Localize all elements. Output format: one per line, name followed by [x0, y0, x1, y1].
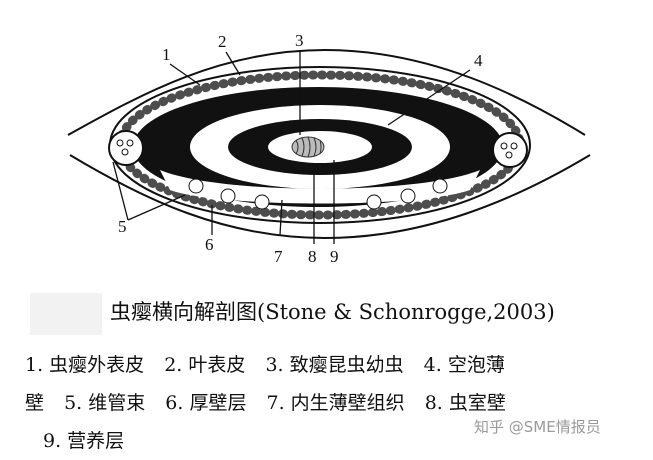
- legend-item-wall-cont: 壁: [25, 392, 45, 414]
- blank-placeholder-box: [30, 293, 102, 335]
- legend-line-1: 1. 虫瘿外表皮 2. 叶表皮 3. 致瘿昆虫幼虫 4. 空泡薄: [25, 346, 635, 384]
- small-vascular-bundles: [188, 178, 448, 210]
- label-8: 8: [308, 247, 317, 266]
- legend-item-larva: 3. 致瘿昆虫幼虫: [265, 354, 404, 376]
- legend-item-thick-wall: 6. 厚壁层: [165, 392, 247, 414]
- label-4: 4: [474, 51, 483, 70]
- legend-line-3: 9. 营养层: [25, 422, 635, 460]
- label-3: 3: [295, 31, 304, 50]
- gall-larva: [291, 136, 325, 158]
- label-9: 9: [330, 247, 339, 266]
- legend-item-chamber-wall: 8. 虫室壁: [424, 392, 506, 414]
- legend-item-leaf-epidermis: 2. 叶表皮: [164, 354, 246, 376]
- legend: 1. 虫瘿外表皮 2. 叶表皮 3. 致瘿昆虫幼虫 4. 空泡薄 壁 5. 维管…: [25, 346, 635, 460]
- watermark: 知乎 @SME情报员: [474, 418, 601, 436]
- legend-line-2: 壁 5. 维管束 6. 厚壁层 7. 内生薄壁组织 8. 虫室壁: [25, 384, 635, 422]
- legend-item-vascular: 5. 维管束: [64, 392, 146, 414]
- leader-lines: [112, 51, 471, 244]
- vascular-bundle-left: [108, 130, 144, 166]
- vascular-bundle-right: [492, 132, 528, 168]
- inner-parenchyma-lower: [160, 170, 480, 204]
- label-2: 2: [218, 32, 227, 51]
- gall-cross-section-diagram: 1 2 3 4 5 6 7 8 9: [67, 31, 591, 266]
- label-6: 6: [205, 235, 214, 254]
- label-7: 7: [274, 247, 283, 266]
- legend-item-epidermis: 1. 虫瘿外表皮: [25, 354, 145, 376]
- label-5: 5: [118, 217, 127, 236]
- legend-item-parenchyma: 7. 内生薄壁组织: [266, 392, 405, 414]
- leaf-lower-outline: [69, 154, 591, 240]
- leaf-upper-outline: [67, 48, 586, 136]
- legend-item-nutritive: 9. 营养层: [43, 430, 125, 452]
- figure-caption: 虫瘿横向解剖图(Stone & Schonrogge,2003): [110, 300, 555, 324]
- label-1: 1: [162, 45, 171, 64]
- legend-item-vacuolated-wall: 4. 空泡薄: [423, 354, 505, 376]
